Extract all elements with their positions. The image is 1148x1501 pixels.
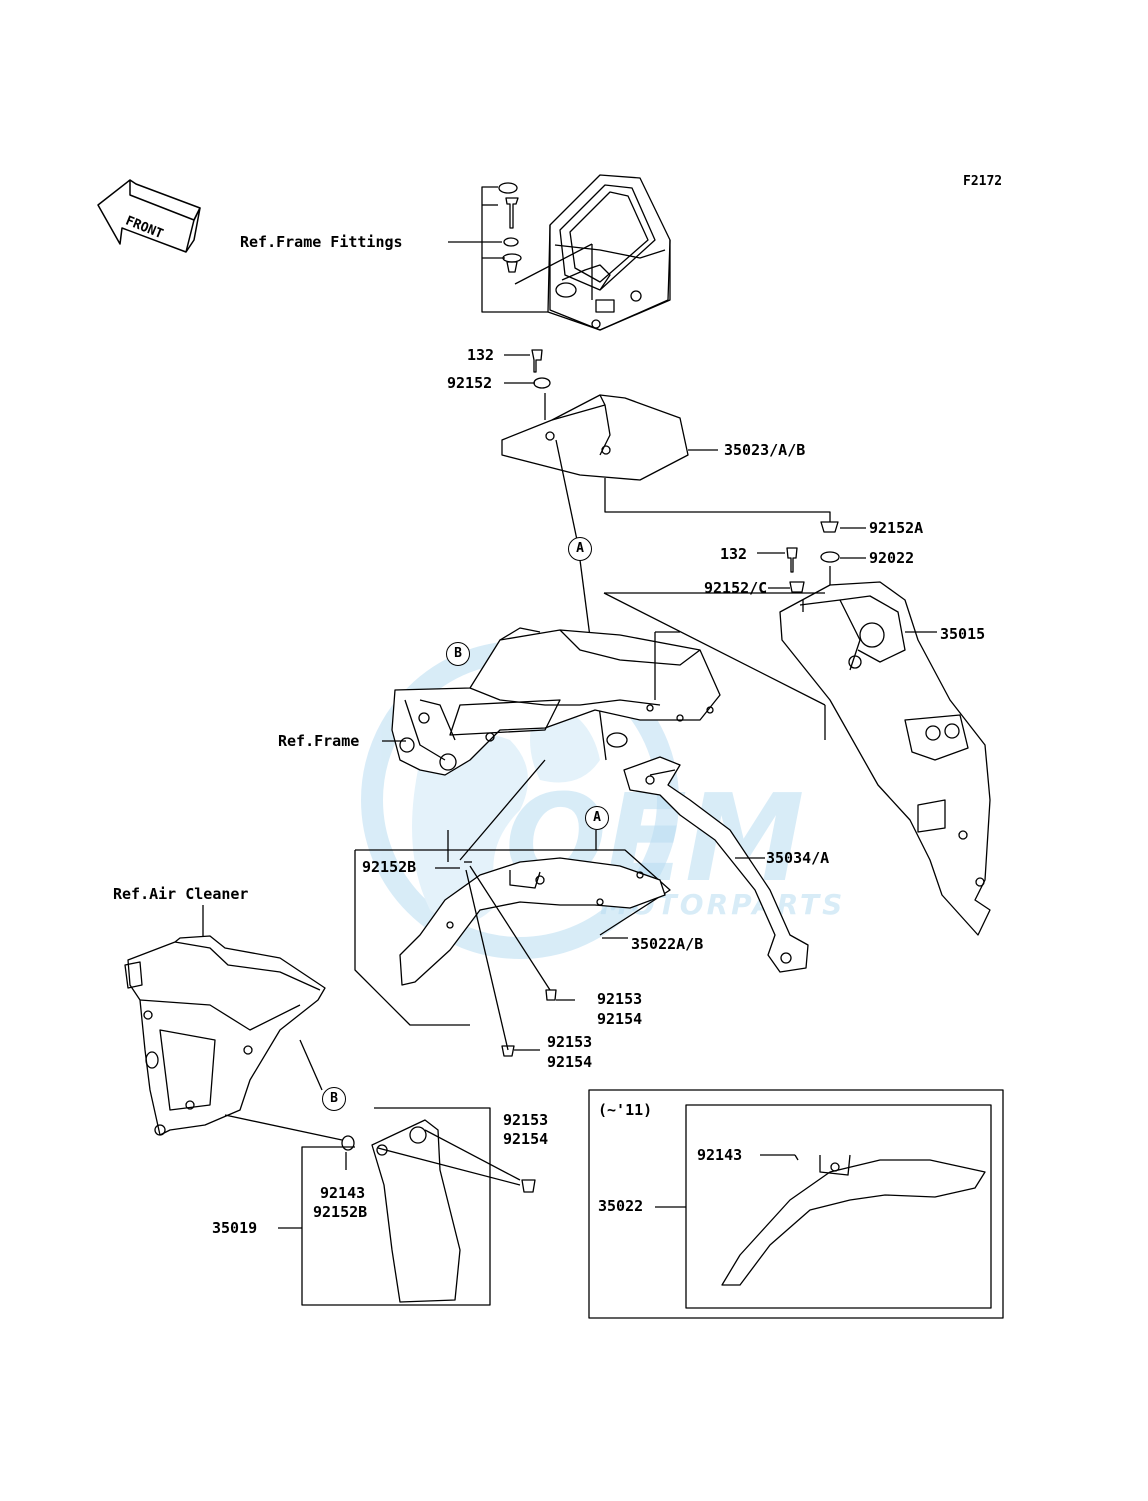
label-35034: 35034/A: [766, 849, 830, 867]
label-92143-low: 92143: [320, 1184, 366, 1202]
figure-code: F2172: [963, 174, 1003, 189]
label-92152c: 92152/C: [704, 579, 768, 597]
label-92152b-low: 92152B: [313, 1203, 368, 1221]
label-35023: 35023/A/B: [724, 441, 806, 459]
label-ref-air-cleaner: Ref.Air Cleaner: [113, 885, 249, 903]
frame-section: [382, 627, 721, 776]
inset-box: [588, 1089, 1004, 1319]
label-35022-inset: 35022: [598, 1197, 644, 1215]
stay-35034: [623, 756, 809, 973]
label-92022: 92022: [869, 549, 915, 567]
frame-fittings-bracket: [448, 182, 548, 313]
inner-fender-35022ab: [354, 759, 671, 1057]
label-92153-c: 92153: [503, 1111, 549, 1129]
label-inset-note: (~'11): [598, 1101, 653, 1119]
bolt-132-top: [504, 349, 551, 420]
label-92152: 92152: [447, 374, 493, 392]
mudflap-35019: [278, 1107, 536, 1306]
storage-tray: [514, 174, 671, 331]
label-92153-b: 92153: [547, 1033, 593, 1051]
label-35015: 35015: [940, 625, 986, 643]
callout-a-top: A: [568, 537, 592, 561]
label-92152b-mid: 92152B: [362, 858, 417, 876]
callout-a-mid: A: [585, 806, 609, 830]
label-92154-a: 92154: [597, 1010, 643, 1028]
front-arrow-icon: [97, 179, 201, 253]
label-ref-frame-fittings: Ref.Frame Fittings: [240, 233, 403, 251]
cover-35023: [501, 394, 831, 541]
rear-fender-35015: [779, 581, 991, 936]
label-92153-a: 92153: [597, 990, 643, 1008]
label-ref-frame: Ref.Frame: [278, 732, 360, 750]
callout-b-cleaner: B: [322, 1087, 346, 1111]
callout-b-frame: B: [446, 642, 470, 666]
label-92154-b: 92154: [547, 1053, 593, 1071]
label-132-right: 132: [720, 545, 748, 563]
label-92143-inset: 92143: [697, 1146, 743, 1164]
label-35019: 35019: [212, 1219, 258, 1237]
label-132-top: 132: [467, 346, 495, 364]
air-cleaner: [124, 905, 343, 1141]
label-92154-c: 92154: [503, 1130, 549, 1148]
label-92152a: 92152A: [869, 519, 924, 537]
label-35022ab: 35022A/B: [631, 935, 704, 953]
